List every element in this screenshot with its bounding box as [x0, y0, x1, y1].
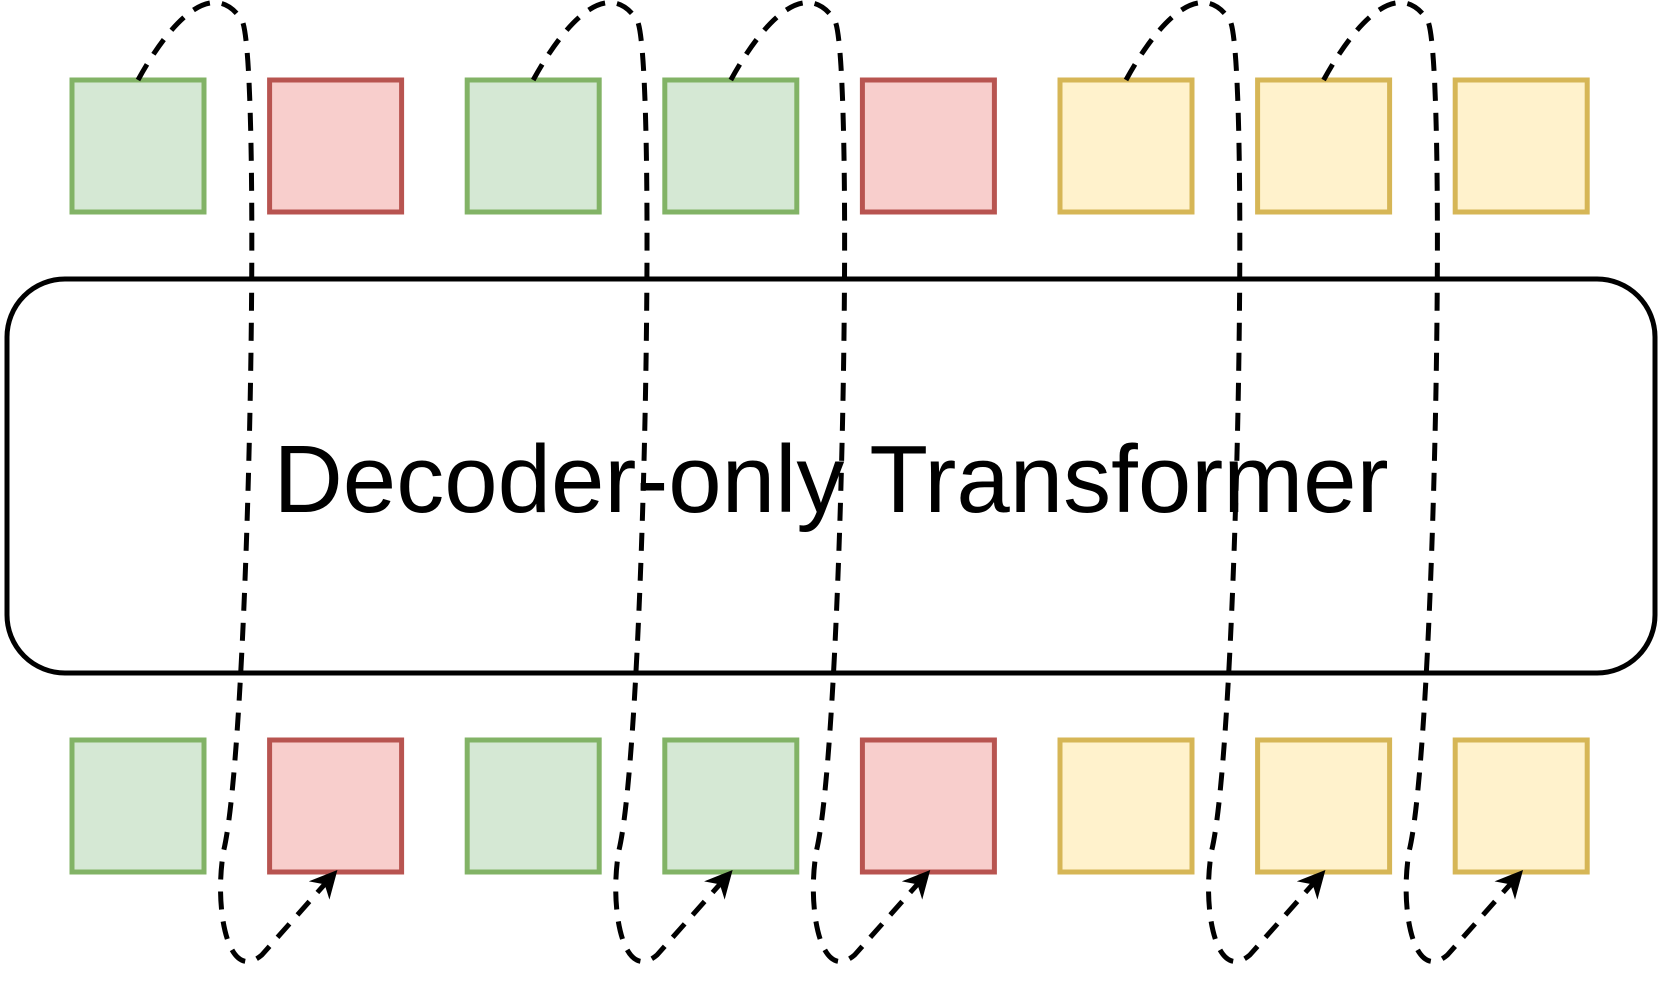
- transformer-block: Decoder-only Transformer: [4, 276, 1658, 676]
- output-token-green: [662, 77, 800, 215]
- input-token-green: [69, 737, 207, 875]
- output-token-green: [464, 77, 602, 215]
- input-token-green: [464, 737, 602, 875]
- output-token-yellow: [1255, 77, 1393, 215]
- output-token-green: [69, 77, 207, 215]
- input-token-red: [267, 737, 405, 875]
- input-token-yellow: [1255, 737, 1393, 875]
- input-token-green: [662, 737, 800, 875]
- output-token-row: [69, 77, 1590, 215]
- output-token-red: [267, 77, 405, 215]
- output-token-yellow: [1452, 77, 1590, 215]
- input-token-red: [859, 737, 997, 875]
- transformer-label: Decoder-only Transformer: [273, 426, 1388, 533]
- feedback-loop-arrow: [1123, 0, 1326, 964]
- feedback-loop-arrow: [531, 0, 733, 964]
- input-token-row: [69, 737, 1590, 875]
- output-token-yellow: [1057, 77, 1195, 215]
- feedback-loop-arrow: [1321, 0, 1524, 964]
- feedback-loop-arrow: [135, 0, 338, 964]
- input-token-yellow: [1452, 737, 1590, 875]
- transformer-box: [4, 276, 1658, 676]
- output-token-red: [859, 77, 997, 215]
- feedback-loops: [135, 0, 1524, 964]
- feedback-loop-arrow: [728, 0, 931, 964]
- input-token-yellow: [1057, 737, 1195, 875]
